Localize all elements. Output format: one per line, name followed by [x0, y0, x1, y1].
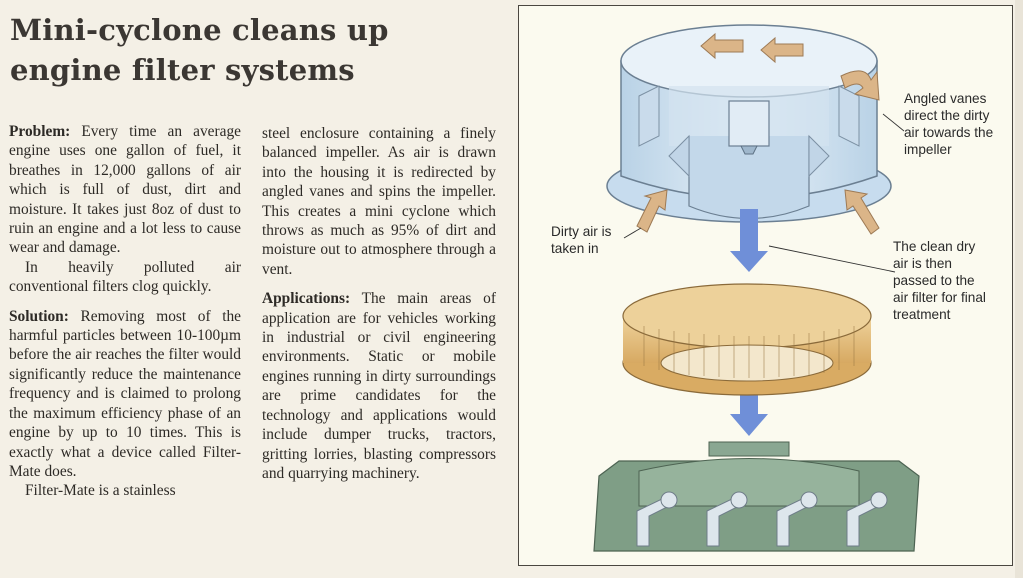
clean-line-1: The clean dry — [893, 239, 976, 254]
applications-text: The main areas of application are for ve… — [262, 290, 496, 482]
page-edge — [1015, 0, 1023, 578]
solution-paragraph-3: steel enclosure containing a finely bala… — [262, 125, 496, 278]
dirty-air-label: Dirty air is taken in — [551, 223, 651, 257]
side-arrow-right — [840, 70, 880, 101]
vanes-line-3: air towards the — [904, 125, 994, 140]
flow-arrows — [730, 209, 768, 436]
flow-arrow-upper — [730, 209, 768, 272]
problem-text: Every time an average engine uses one ga… — [9, 123, 241, 257]
clean-air-label: The clean dry air is then passed to the … — [893, 238, 1008, 323]
headline-line-1: Mini-cyclone cleans up — [10, 13, 389, 47]
dirty-line-2: taken in — [551, 241, 599, 256]
intake-arrow-right — [844, 189, 880, 235]
air-filter-ring — [622, 283, 872, 396]
solution-text: Removing most of the harmful particles b… — [9, 307, 241, 480]
dirty-line-1: Dirty air is — [551, 224, 612, 239]
text-column-2: steel enclosure containing a finely bala… — [262, 124, 496, 493]
problem-paragraph: Problem: Every time an average engine us… — [9, 122, 241, 258]
article-headline: Mini-cyclone cleans up engine filter sys… — [10, 10, 389, 90]
clean-line-2: air is then — [893, 256, 952, 271]
vanes-line-4: impeller — [904, 142, 952, 157]
diagram-illustration — [593, 24, 920, 552]
angled-vanes-label: Angled vanes direct the dirty air toward… — [904, 90, 1014, 158]
intake-arrow-left — [636, 189, 668, 233]
clean-line-4: air filter for final — [893, 290, 986, 305]
top-arrow-mid — [760, 36, 804, 64]
clean-line-3: passed to the — [893, 273, 975, 288]
solution-paragraph-2: Filter-Mate is a stainless — [25, 482, 176, 500]
vanes-line-1: Angled vanes — [904, 91, 987, 106]
applications-paragraph: Applications: The main areas of applicat… — [262, 289, 496, 483]
solution-paragraph: Solution: Removing most of the harmful p… — [9, 307, 241, 482]
flow-arrow-lower — [730, 371, 768, 436]
clean-line-5: treatment — [893, 307, 951, 322]
vane-arrows — [636, 32, 880, 235]
filter-mate-diagram: Angled vanes direct the dirty air toward… — [518, 5, 1013, 566]
headline-line-2: engine filter systems — [10, 53, 355, 87]
problem-paragraph-2: In heavily polluted air conventional fil… — [9, 258, 241, 296]
solution-lead: Solution: — [9, 307, 69, 325]
vanes-line-2: direct the dirty — [904, 108, 990, 123]
engine-manifold — [593, 441, 920, 552]
leader-lines — [623, 113, 905, 273]
top-arrow-left — [700, 32, 744, 60]
applications-lead: Applications: — [262, 290, 351, 308]
text-column-1: Problem: Every time an average engine us… — [9, 122, 241, 511]
problem-lead: Problem: — [9, 123, 71, 140]
